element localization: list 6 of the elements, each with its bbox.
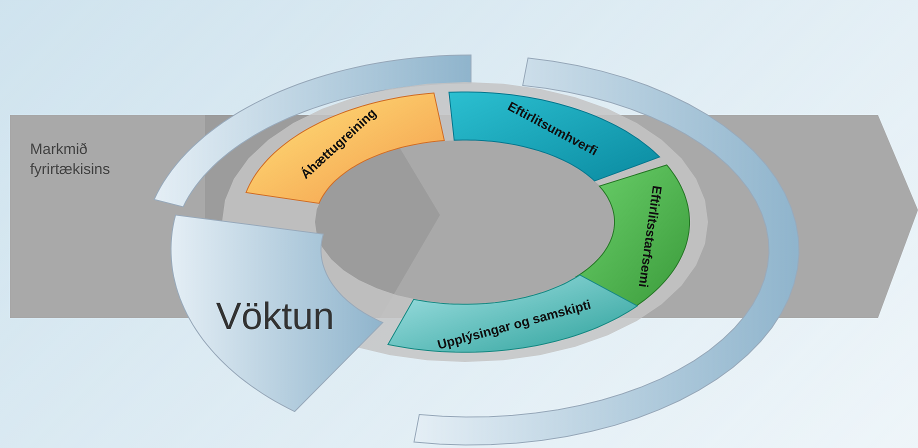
band-label: Markmið fyrirtækisins — [30, 140, 112, 180]
cycle-segment — [388, 274, 638, 352]
monitoring-segment — [171, 215, 383, 412]
cycle-segment — [246, 93, 444, 204]
segment-label: Vöktun — [216, 296, 334, 340]
cycle-segment — [449, 92, 660, 181]
